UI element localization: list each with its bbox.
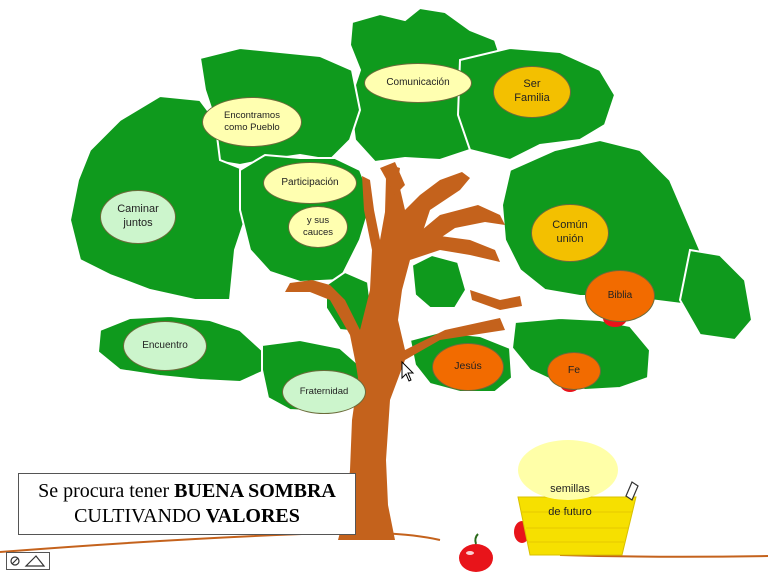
bubble-comunicacion[interactable]: Comunicación <box>364 63 472 103</box>
bubble-biblia[interactable]: Biblia <box>585 270 655 322</box>
tree-trunk <box>285 162 522 540</box>
bubble-participacion[interactable]: Participación <box>263 162 357 204</box>
bubble-fe-label: Fe <box>567 364 581 377</box>
bubble-comun-union[interactable]: Común unión <box>531 204 609 262</box>
bubble-caminar-juntos[interactable]: Caminar juntos <box>100 190 176 244</box>
bubble-encuentro-label: Encuentro <box>142 339 188 351</box>
caption-line-2-text: CULTIVANDO <box>74 505 206 527</box>
branch-right-upper <box>410 205 505 245</box>
pointer-cursor-icon <box>401 360 415 382</box>
bubble-ser-familia[interactable]: Ser Familia <box>493 66 571 118</box>
caption-line-2: CULTIVANDO VALORES <box>19 504 355 529</box>
drawing-tools-icon[interactable] <box>6 552 50 570</box>
bubble-comunicacion-label: Comunicación <box>386 76 450 88</box>
bubble-biblia-label: Biblia <box>607 289 633 301</box>
branch-left-upper <box>380 162 405 195</box>
bubble-fraternidad[interactable]: Fraternidad <box>282 370 366 414</box>
bubble-y-sus-cauces[interactable]: y sus cauces <box>288 206 348 248</box>
bubble-participacion-label: Participación <box>281 176 339 188</box>
pencil-icon <box>625 481 639 501</box>
bubble-encuentro[interactable]: Encuentro <box>123 321 207 371</box>
caption-line-2-emphasis: VALORES <box>205 505 300 527</box>
foliage-inner-center <box>410 253 468 309</box>
basket-label-line2: de futuro <box>548 506 592 518</box>
seed-basket <box>517 440 637 556</box>
trunk <box>285 165 505 540</box>
caption-line-1-text: Se procura tener <box>38 480 175 502</box>
branch-right-low <box>470 290 522 310</box>
bubble-comun-union-label: Común unión <box>552 219 588 245</box>
caption-line-1-emphasis: BUENA SOMBRA <box>174 480 336 502</box>
bubble-encontramos-label: Encontramos como Pueblo <box>224 110 280 133</box>
bubble-caminar-juntos-label: Caminar juntos <box>117 203 159 229</box>
bubble-ser-familia-label: Ser Familia <box>514 78 550 104</box>
bubble-y-sus-cauces-label: y sus cauces <box>302 215 334 238</box>
foliage-far-right <box>678 248 754 342</box>
caption-line-1: Se procura tener BUENA SOMBRA <box>19 479 355 504</box>
apple-ground <box>459 533 493 572</box>
basket-seeds-pile <box>518 440 618 500</box>
bubble-fraternidad-label: Fraternidad <box>299 386 349 398</box>
bubble-fe[interactable]: Fe <box>547 352 601 390</box>
bubble-jesus[interactable]: Jesús <box>432 343 504 391</box>
caption-box: Se procura tener BUENA SOMBRA CULTIVANDO… <box>18 473 356 535</box>
bubble-encontramos[interactable]: Encontramos como Pueblo <box>202 97 302 147</box>
basket-weave <box>522 511 632 543</box>
bubble-jesus-label: Jesús <box>454 360 482 373</box>
basket-label-line1: semillas <box>550 483 590 495</box>
